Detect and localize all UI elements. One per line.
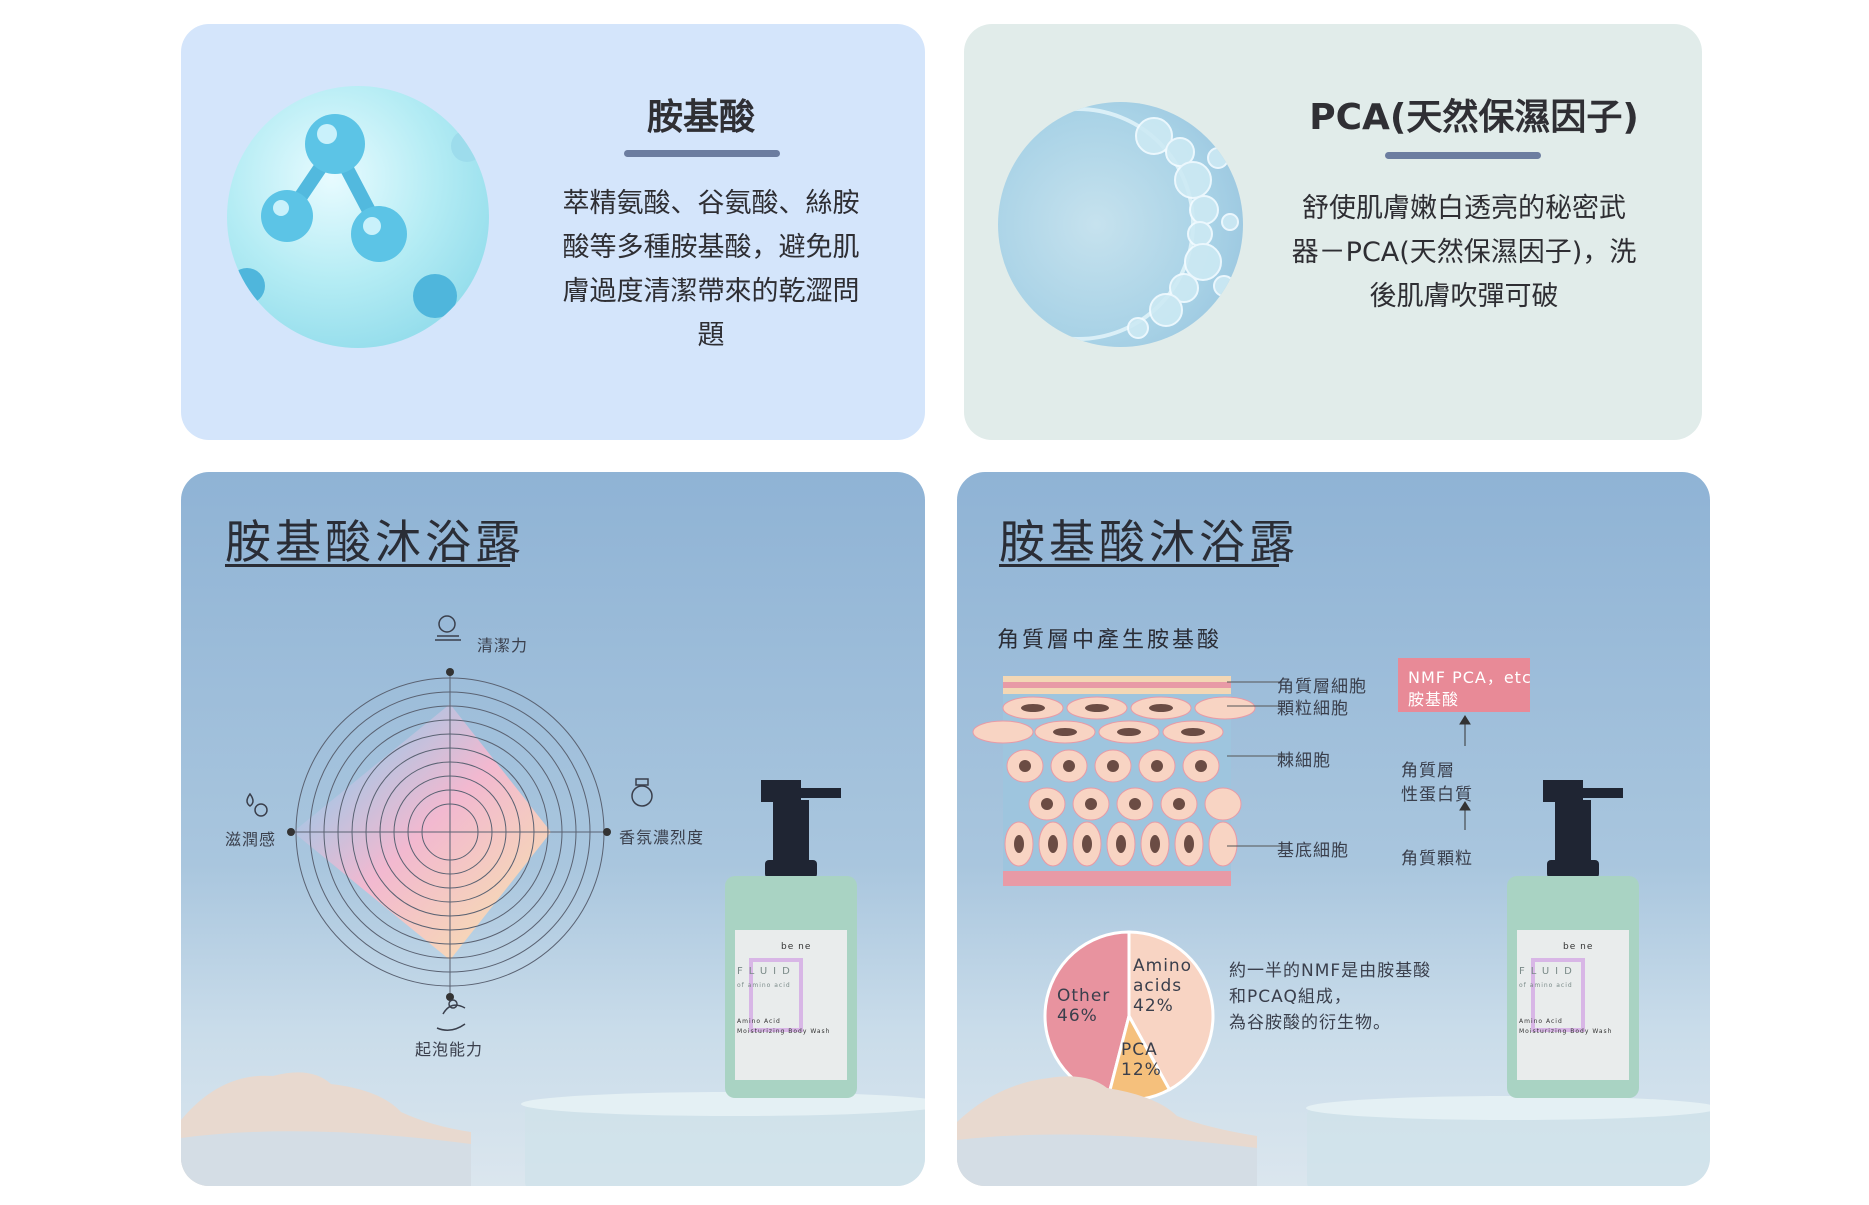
layer-label: 顆粒細胞 [1277,699,1349,719]
molecule-orb-image [227,86,489,348]
product-name: FLUID [1519,966,1578,977]
panel-title: 胺基酸沐浴露 [225,515,525,569]
pie-slice-amino-acids [1127,930,1215,1092]
product-name: FLUID [737,966,796,977]
pie-label-pca: PCA [1121,1040,1158,1060]
foam-icon [436,999,466,1031]
pie-label-amino: Amino [1133,956,1193,976]
layer-label: 棘細胞 [1277,751,1331,771]
note-line: 和PCAQ組成， [1229,987,1352,1007]
panel-title: 胺基酸沐浴露 [999,515,1299,569]
description-line: 器－PCA(天然保濕因子)，洗 [1291,237,1637,268]
description-line: 萃精氨酸、谷氨酸、絲胺 [562,188,860,219]
product-subtitle: of amino acid [737,982,791,989]
pie-pct-other: 46% [1057,1006,1098,1026]
description-line: 膚過度清潔帶來的乾澀問 [562,276,860,307]
pie-label-amino: acids [1133,976,1183,996]
nmf-box-line: NMF PCA，etc [1408,668,1532,687]
radar-panel: 胺基酸沐浴露 [181,472,925,1186]
amino-acid-card: 胺基酸 萃精氨酸、谷氨酸、絲胺 酸等多種胺基酸，避免肌 膚過度清潔帶來的乾澀問 … [181,24,925,440]
layer-label: 角質層細胞 [1277,677,1367,697]
axis-label-bottom: 起泡能力 [415,1040,484,1059]
pca-card: PCA(天然保濕因子) 舒使肌膚嫩白透亮的秘密武 器－PCA(天然保濕因子)，洗… [964,24,1702,440]
product-label-1: Amino Acid [737,1018,781,1025]
product-brand: be ne [1563,942,1594,952]
product-bottle-image [1507,780,1639,1098]
flow-arrows [1459,715,1471,830]
scenery-background [957,1076,1710,1186]
product-label-1: Amino Acid [1519,1018,1563,1025]
pie-label-other: Other [1057,986,1111,1006]
skin-layers-illustration [972,676,1256,886]
card-title: PCA(天然保濕因子) [1309,97,1639,138]
product-label-2: Moisturizing Body Wash [737,1028,831,1035]
product-bottle-image [725,780,857,1098]
title-underline [624,150,780,157]
section-subtitle: 角質層中產生胺基酸 [997,628,1223,653]
bubbles-orb-image [998,102,1243,347]
title-underline [225,564,510,567]
perfume-icon [631,778,653,807]
card-title: 胺基酸 [646,97,755,138]
description-line: 酸等多種胺基酸，避免肌 [562,232,860,263]
layer-label: 基底細胞 [1277,841,1349,861]
description-line: 後肌膚吹彈可破 [1369,281,1559,312]
axis-label-top: 清潔力 [477,636,529,655]
note-line: 為谷胺酸的衍生物。 [1229,1013,1391,1033]
card-description: 萃精氨酸、谷氨酸、絲胺 酸等多種胺基酸，避免肌 膚過度清潔帶來的乾澀問 題 [521,182,901,358]
scenery-background [181,1072,925,1186]
nmf-box: NMF PCA，etc 胺基酸 [1398,658,1532,712]
molecule-icon [229,114,483,318]
layer-leader-lines [1227,681,1285,847]
description-line: 題 [697,320,725,351]
clean-icon [435,615,461,641]
radar-chart [246,615,653,1031]
pie-pct-amino: 42% [1133,996,1174,1016]
product-label-2: Moisturizing Body Wash [1519,1028,1613,1035]
title-underline [999,564,1279,567]
nmf-pie-chart [1043,930,1215,1102]
axis-label-right: 香氛濃烈度 [619,828,705,847]
skin-panel: 胺基酸沐浴露 角質層中產生胺基酸 角質層細胞 顆粒細胞 棘細胞 基底細胞 [957,472,1710,1186]
product-brand: be ne [781,942,812,952]
bubbles-icon [998,107,1239,341]
nmf-box-line: 胺基酸 [1408,690,1460,709]
note-line: 約一半的NMF是由胺基酸 [1229,961,1432,981]
flow-bottom: 角質顆粒 [1401,849,1473,869]
product-subtitle: of amino acid [1519,982,1573,989]
description-line: 舒使肌膚嫩白透亮的秘密武 [1302,193,1626,224]
axis-label-left: 滋潤感 [225,830,277,849]
flow-mid-line: 性蛋白質 [1401,785,1473,805]
moisture-icon [246,792,268,817]
card-description: 舒使肌膚嫩白透亮的秘密武 器－PCA(天然保濕因子)，洗 後肌膚吹彈可破 [1264,187,1664,319]
flow-mid-line: 角質層 [1401,761,1455,781]
pie-pct-pca: 12% [1121,1060,1162,1080]
title-underline [1385,152,1541,159]
